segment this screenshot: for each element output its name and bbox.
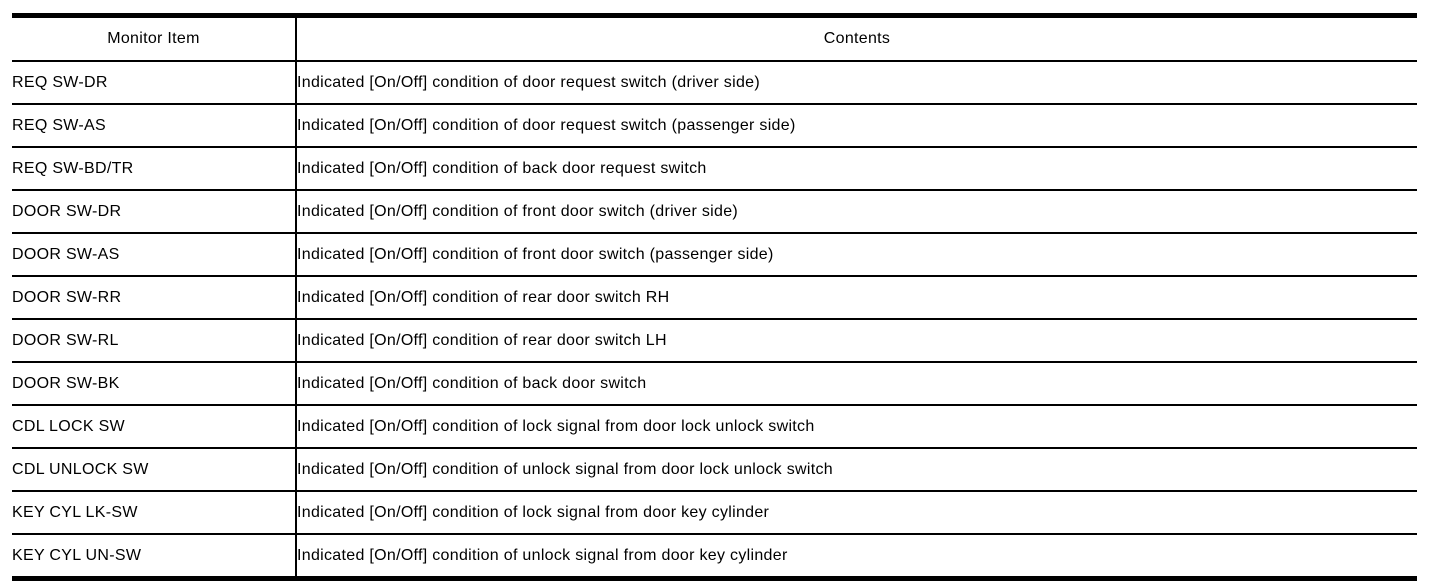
column-header-contents: Contents [296, 15, 1417, 62]
table-row: KEY CYL UN-SW Indicated [On/Off] conditi… [12, 534, 1417, 580]
contents-cell: Indicated [On/Off] condition of lock sig… [296, 491, 1417, 535]
monitor-item-cell: DOOR SW-DR [12, 190, 297, 234]
table-row: DOOR SW-RL Indicated [On/Off] condition … [12, 319, 1417, 363]
contents-cell: Indicated [On/Off] condition of unlock s… [296, 534, 1417, 580]
monitor-item-cell: KEY CYL LK-SW [12, 491, 297, 535]
contents-cell: Indicated [On/Off] condition of rear doo… [296, 276, 1417, 320]
table-row: CDL UNLOCK SW Indicated [On/Off] conditi… [12, 448, 1417, 492]
table-row: DOOR SW-DR Indicated [On/Off] condition … [12, 190, 1417, 234]
contents-cell: Indicated [On/Off] condition of door req… [296, 104, 1417, 148]
contents-cell: Indicated [On/Off] condition of unlock s… [296, 448, 1417, 492]
monitor-item-cell: REQ SW-BD/TR [12, 147, 297, 191]
monitor-item-cell: DOOR SW-BK [12, 362, 297, 406]
monitor-item-cell: CDL LOCK SW [12, 405, 297, 449]
table-row: REQ SW-BD/TR Indicated [On/Off] conditio… [12, 147, 1417, 191]
table-row: DOOR SW-BK Indicated [On/Off] condition … [12, 362, 1417, 406]
table-row: DOOR SW-RR Indicated [On/Off] condition … [12, 276, 1417, 320]
monitor-item-table: Monitor Item Contents REQ SW-DR Indicate… [12, 13, 1417, 581]
contents-cell: Indicated [On/Off] condition of back doo… [296, 147, 1417, 191]
table-row: KEY CYL LK-SW Indicated [On/Off] conditi… [12, 491, 1417, 535]
monitor-item-cell: CDL UNLOCK SW [12, 448, 297, 492]
table-header: Monitor Item Contents [12, 15, 1417, 62]
contents-cell: Indicated [On/Off] condition of door req… [296, 61, 1417, 105]
table-row: DOOR SW-AS Indicated [On/Off] condition … [12, 233, 1417, 277]
monitor-item-cell: REQ SW-DR [12, 61, 297, 105]
contents-cell: Indicated [On/Off] condition of lock sig… [296, 405, 1417, 449]
table-row: REQ SW-DR Indicated [On/Off] condition o… [12, 61, 1417, 105]
header-row: Monitor Item Contents [12, 15, 1417, 62]
table-body: REQ SW-DR Indicated [On/Off] condition o… [12, 61, 1417, 580]
contents-cell: Indicated [On/Off] condition of front do… [296, 233, 1417, 277]
contents-cell: Indicated [On/Off] condition of back doo… [296, 362, 1417, 406]
monitor-item-cell: REQ SW-AS [12, 104, 297, 148]
monitor-item-cell: DOOR SW-RR [12, 276, 297, 320]
monitor-item-cell: KEY CYL UN-SW [12, 534, 297, 580]
table-row: REQ SW-AS Indicated [On/Off] condition o… [12, 104, 1417, 148]
table-row: CDL LOCK SW Indicated [On/Off] condition… [12, 405, 1417, 449]
monitor-item-cell: DOOR SW-RL [12, 319, 297, 363]
contents-cell: Indicated [On/Off] condition of front do… [296, 190, 1417, 234]
column-header-monitor-item: Monitor Item [12, 15, 297, 62]
contents-cell: Indicated [On/Off] condition of rear doo… [296, 319, 1417, 363]
monitor-item-cell: DOOR SW-AS [12, 233, 297, 277]
